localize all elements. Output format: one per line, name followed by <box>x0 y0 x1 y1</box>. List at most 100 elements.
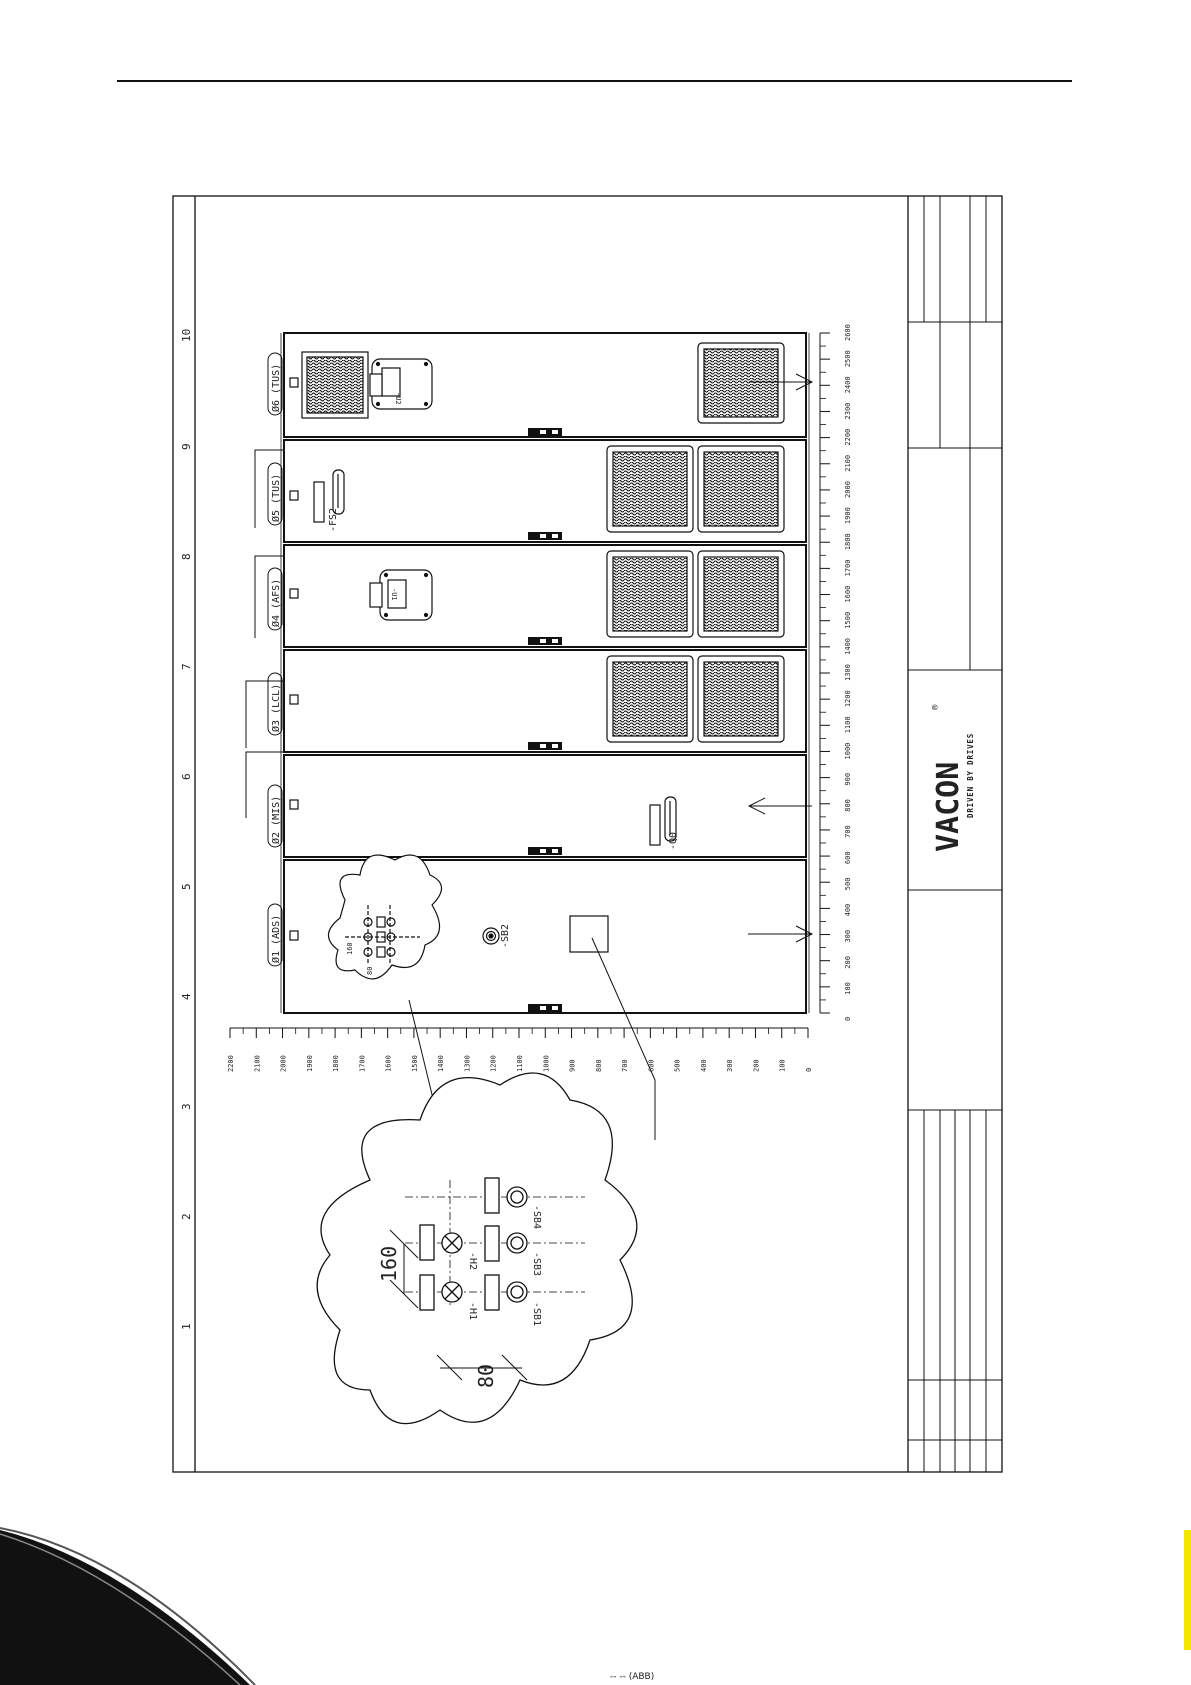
grille-cabinet-6-top <box>301 351 369 419</box>
cabinet-2-label: Ø2 (MIS) <box>270 796 282 844</box>
cabinet-2-outline <box>283 754 807 858</box>
v-scale-label: 1300 <box>463 1055 471 1072</box>
h-scale-label: 2200 <box>844 429 852 446</box>
v-scale-label: 2000 <box>280 1055 288 1072</box>
button-sb1-label: -SB1 <box>531 1302 542 1326</box>
cabinet-1-label: Ø1 (ADS) <box>270 915 282 963</box>
logo-name: VACON <box>931 762 966 852</box>
v-scale-label: 800 <box>595 1059 603 1072</box>
component-fs2-label: -FS2 <box>328 508 339 532</box>
grille-cabinet-6-bottom <box>697 342 785 424</box>
cabinet-1-square-panel <box>569 915 609 953</box>
arrows <box>747 373 814 943</box>
v-scale-label: 200 <box>752 1059 760 1072</box>
h-scale-label: 0 <box>844 1017 852 1021</box>
h-scale-label: 1900 <box>844 507 852 524</box>
grille-cabinet-4-right <box>697 550 785 638</box>
grid-number: 3 <box>180 1103 193 1110</box>
grille-cabinet-5-right <box>697 445 785 533</box>
large-cloud-dim-160: 160 <box>377 1246 401 1282</box>
h-scale-label: 2100 <box>844 455 852 472</box>
grid-number: 9 <box>180 443 193 450</box>
v-scale-label: 1900 <box>306 1055 314 1072</box>
lamp-h1-label: -H1 <box>467 1302 478 1320</box>
control-panel-u1 <box>369 569 433 621</box>
h-scale-label: 800 <box>844 799 852 812</box>
cabinet-6-label: Ø6 (TUS) <box>270 364 282 412</box>
h-scale-label: 1700 <box>844 560 852 577</box>
v-scale-label: 1000 <box>542 1055 550 1072</box>
grid-number: 6 <box>180 773 193 780</box>
component-u2-label: -U2 <box>394 392 402 405</box>
button-sb4-label: -SB4 <box>531 1205 542 1229</box>
h-scale-label: 1400 <box>844 638 852 655</box>
large-cloud-dim-80: 80 <box>474 1364 498 1388</box>
button-sb2 <box>482 927 500 945</box>
v-scale-label: 500 <box>674 1059 682 1072</box>
header-rule <box>117 80 1072 82</box>
h-scale-label: 100 <box>844 982 852 995</box>
h-scale-label: 300 <box>844 930 852 943</box>
grille-cabinet-3-left <box>606 655 694 743</box>
h-scale-label: 600 <box>844 851 852 864</box>
cabinet-4-label: Ø4 (AFS) <box>270 579 282 627</box>
logo-registered: ® <box>931 704 941 710</box>
cabinet-4-outline <box>283 544 807 648</box>
grille-cabinet-3-right <box>697 655 785 743</box>
h-scale-label: 2600 <box>844 324 852 341</box>
small-cloud-dim-top: 160 <box>346 942 354 955</box>
h-scale-label: 1000 <box>844 743 852 760</box>
grid-number: 4 <box>180 993 193 1000</box>
v-scale-label: 2200 <box>227 1055 235 1072</box>
large-cloud-details <box>389 1177 585 1381</box>
callout-cloud-large <box>316 1072 638 1425</box>
cabinet-3-outline <box>283 649 807 753</box>
grid-number: 10 <box>180 329 193 342</box>
v-scale-label: 300 <box>726 1059 734 1072</box>
drawing-frame <box>172 195 1003 1473</box>
v-scale-label: 1800 <box>332 1055 340 1072</box>
grid-numbers: 1 2 3 4 5 6 7 8 9 10 <box>180 329 193 1330</box>
h-scale-label: 2300 <box>844 403 852 420</box>
v-scale-label: 700 <box>621 1059 629 1072</box>
small-cloud-dim-side: 80 <box>366 967 374 975</box>
h-scale-label: 900 <box>844 773 852 786</box>
component-q0-label: -Q0 <box>668 832 679 850</box>
cabinet-5-label: Ø5 (TUS) <box>270 474 282 522</box>
grille-cabinet-4-left <box>606 550 694 638</box>
title-block <box>908 196 1002 1472</box>
h-scale-label: 1500 <box>844 612 852 629</box>
logo-tagline: DRIVEN BY DRIVES <box>966 733 975 818</box>
h-scale-label: 1200 <box>844 690 852 707</box>
v-scale-label: 100 <box>779 1059 787 1072</box>
grid-number: 2 <box>180 1213 193 1220</box>
cabinets-row: Ø1 (ADS) Ø2 (MIS) Ø3 (LCL) Ø4 (AFS) Ø5 (… <box>245 332 814 1140</box>
hinge-blocks <box>528 428 562 1012</box>
vacon-logo: VACON ® DRIVEN BY DRIVES <box>931 704 975 852</box>
v-scale-label: 1200 <box>490 1055 498 1072</box>
h-scale-label: 2500 <box>844 350 852 367</box>
v-scale-label: 2100 <box>253 1055 261 1072</box>
corner-swoosh-decoration <box>0 1527 256 1685</box>
h-scale-label: 400 <box>844 904 852 917</box>
handle-fs2 <box>313 469 345 523</box>
v-scale-label: 1500 <box>411 1055 419 1072</box>
control-panel-u2 <box>369 358 433 410</box>
v-scale-label: 600 <box>647 1059 655 1072</box>
cabinet-3-label: Ø3 (LCL) <box>270 684 282 732</box>
h-scale-label: 1300 <box>844 664 852 681</box>
horizontal-scale-ticks: 0100200300400500600700800900100011001200… <box>820 324 852 1021</box>
button-sb3-label: -SB3 <box>531 1252 542 1276</box>
grid-number: 1 <box>180 1323 193 1330</box>
v-scale-label: 1100 <box>516 1055 524 1072</box>
grid-number: 5 <box>180 883 193 890</box>
handle-q0 <box>649 796 677 846</box>
h-scale-label: 2400 <box>844 376 852 393</box>
grid-number: 7 <box>180 663 193 670</box>
grid-number: 8 <box>180 553 193 560</box>
h-scale-label: 200 <box>844 956 852 969</box>
component-sb2-label: -SB2 <box>500 924 511 948</box>
h-scale-label: 500 <box>844 878 852 891</box>
